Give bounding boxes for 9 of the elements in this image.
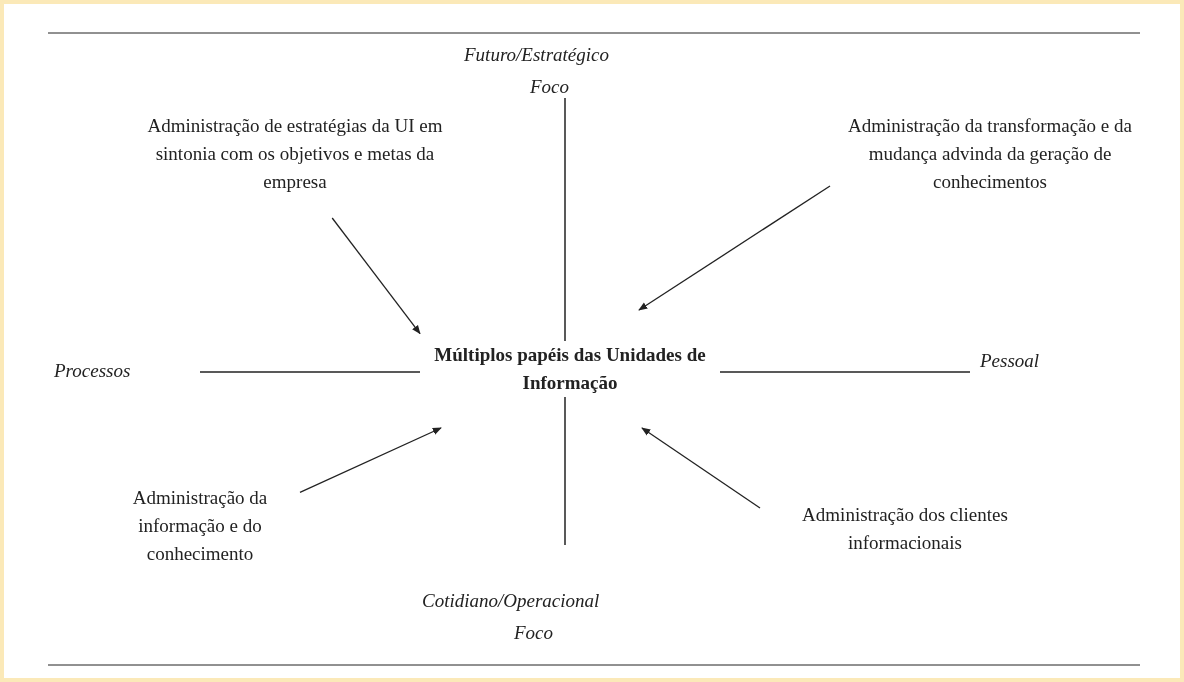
role-text: Administração da informação e do conhecimento	[131, 486, 269, 566]
role-text: Administração da transformação e da mudança advinda da geração de conhecimentos	[847, 114, 1133, 194]
arrow	[641, 427, 761, 509]
arrow	[638, 185, 831, 311]
arrow	[331, 217, 421, 335]
arrow	[299, 427, 442, 494]
role-text: Administração de estratégias da UI em sintonia com os objetivos e metas da empresa	[146, 114, 444, 194]
role-text: Administração dos clientes informacionais	[801, 503, 1009, 555]
center-title: Múltiplos papéis das Unidades de Informação	[420, 341, 720, 397]
